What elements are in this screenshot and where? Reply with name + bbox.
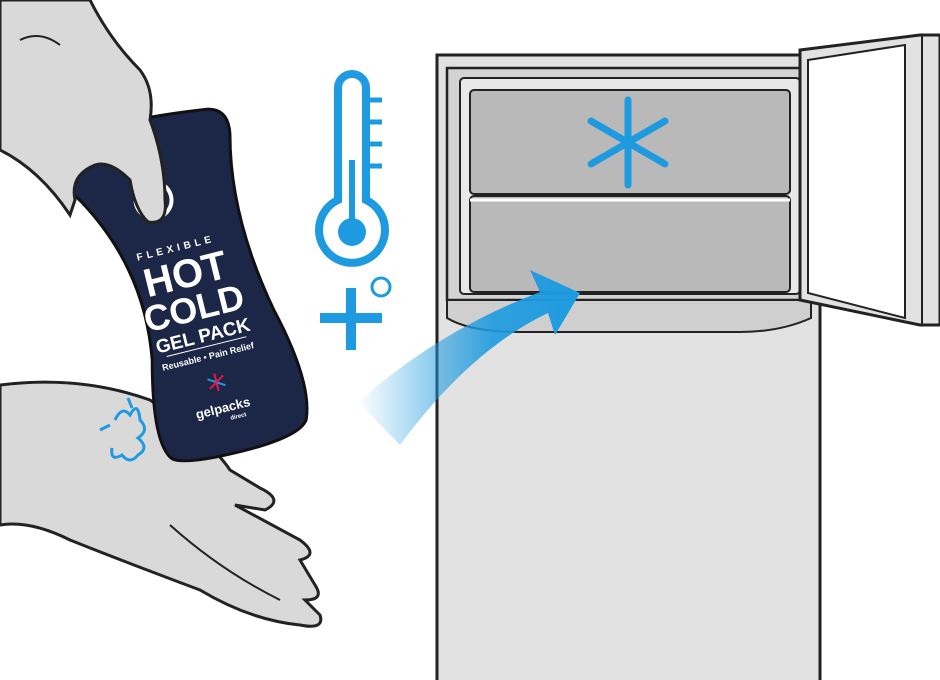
freezer-shelf-lower [469,195,791,293]
freezer-door [798,33,940,327]
plus-icon [320,288,382,350]
snowflake-icon [587,96,669,189]
thermometer-icon [315,70,389,267]
degree-icon [370,276,392,298]
holding-hand [0,0,167,224]
pain-burst-icon [99,397,146,462]
pack-brand-sub: direct [230,412,247,422]
brand-asterisk-icon [207,373,226,392]
arrow-icon [358,270,580,445]
gel-pack: FLEXIBLE HOT COLD GEL PACK Reusable • Pa… [50,107,309,463]
